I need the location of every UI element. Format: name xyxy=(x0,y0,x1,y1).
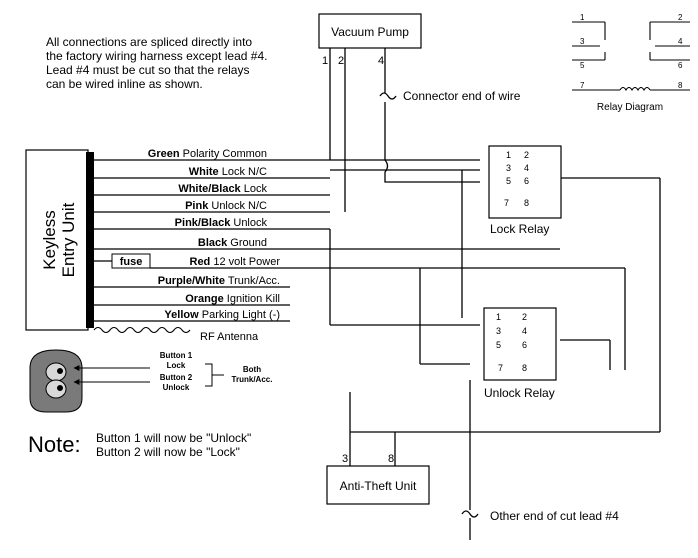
anti-theft-unit: Anti-Theft Unit 3 8 xyxy=(326,453,430,505)
vacuum-pump-pin-4: 4 xyxy=(378,55,384,67)
relay-diagram-pin-4: 4 xyxy=(678,37,683,46)
keyless-connector-strip xyxy=(86,152,94,328)
connector-end-label: Connector end of wire xyxy=(403,89,521,103)
lock-relay-pin-8: 8 xyxy=(524,198,529,208)
note-line-2: Button 2 will now be "Lock" xyxy=(96,445,240,459)
anti-theft-pin-3: 3 xyxy=(342,453,348,465)
relay-diagram-pin-7: 7 xyxy=(580,81,585,90)
wire-label-purple-white: Purple/White Trunk/Acc. xyxy=(158,275,280,287)
vacuum-pump-pin-1: 1 xyxy=(322,55,328,67)
relay-diagram-label: Relay Diagram xyxy=(597,102,663,113)
wire-label-red: Red 12 volt Power xyxy=(190,256,281,268)
harness-wires xyxy=(94,159,330,322)
unlock-relay-pin-4: 4 xyxy=(522,326,527,336)
button-1-label: Button 1 xyxy=(160,351,193,360)
keyless-entry-box xyxy=(25,149,89,331)
intro-line-3: Lead #4 must be cut so that the relays xyxy=(46,63,249,77)
note-title: Note: xyxy=(28,432,81,457)
wire-label-yellow: Yellow Parking Light (-) xyxy=(164,309,280,321)
lock-relay-pin-5: 5 xyxy=(506,176,511,186)
wire-label-orange: Orange Ignition Kill xyxy=(185,293,280,305)
lock-relay-pin-2: 2 xyxy=(524,150,529,160)
wire-labels: Green Polarity Common White Lock N/C Whi… xyxy=(148,148,281,321)
unlock-relay-pin-8: 8 xyxy=(522,363,527,373)
intro-line-1: All connections are spliced directly int… xyxy=(46,35,252,49)
lock-relay: 1 2 3 4 5 6 7 8 Lock Relay xyxy=(488,145,562,236)
relay-diagram: 1 2 3 4 5 6 7 8 Relay Diagram xyxy=(572,13,690,113)
connector-break-mark xyxy=(379,92,397,100)
unlock-relay-pin-6: 6 xyxy=(522,340,527,350)
rf-antenna-label: RF Antenna xyxy=(200,331,259,343)
unlock-relay-pin-3: 3 xyxy=(496,326,501,336)
intro-note: All connections are spliced directly int… xyxy=(46,35,267,91)
relay-diagram-pin-1: 1 xyxy=(580,13,585,22)
remote-key-fob xyxy=(29,349,83,413)
lock-relay-label: Lock Relay xyxy=(490,222,549,236)
wire-label-pink: Pink Unlock N/C xyxy=(185,200,267,212)
anti-theft-label: Anti-Theft Unit xyxy=(340,479,417,493)
both-function: Trunk/Acc. xyxy=(232,375,273,384)
relay-diagram-pin-5: 5 xyxy=(580,61,585,70)
button-2-label: Button 2 xyxy=(160,373,193,382)
lock-relay-pin-1: 1 xyxy=(506,150,511,160)
unlock-relay-pin-1: 1 xyxy=(496,312,501,322)
lock-relay-box xyxy=(488,145,562,219)
lock-relay-pin-3: 3 xyxy=(506,163,511,173)
intro-line-4: can be wired inline as shown. xyxy=(46,77,203,91)
vacuum-pump-pin-2: 2 xyxy=(338,55,344,67)
fuse-label: fuse xyxy=(120,256,143,268)
wire-label-green: Green Polarity Common xyxy=(148,148,267,160)
anti-theft-box xyxy=(326,465,430,505)
wire-label-white: White Lock N/C xyxy=(189,166,267,178)
lock-relay-pin-6: 6 xyxy=(524,176,529,186)
rf-antenna-wire xyxy=(93,326,191,334)
remote-button-1-dot xyxy=(57,368,63,374)
note-line-1: Button 1 will now be "Unlock" xyxy=(96,431,251,445)
button-1-function: Lock xyxy=(167,361,186,370)
remote-button-2-dot xyxy=(57,385,63,391)
unlock-relay-label: Unlock Relay xyxy=(484,386,555,400)
remote-button-2 xyxy=(45,379,67,399)
wire-label-pink-black: Pink/Black Unlock xyxy=(175,217,268,229)
relay-wiring xyxy=(329,48,661,510)
relay-diagram-pin-6: 6 xyxy=(678,61,683,70)
wire-label-white-black: White/Black Lock xyxy=(178,183,267,195)
unlock-relay-pin-2: 2 xyxy=(522,312,527,322)
relay-diagram-lines xyxy=(572,21,690,92)
remote-button-1 xyxy=(45,362,67,382)
relay-diagram-pin-2: 2 xyxy=(678,13,683,22)
relay-diagram-pin-3: 3 xyxy=(580,37,585,46)
unlock-relay: 1 2 3 4 5 6 7 8 Unlock Relay xyxy=(483,307,557,400)
lock-relay-pin-7: 7 xyxy=(504,198,509,208)
keyless-label-line-1: Keyless xyxy=(40,210,59,270)
unlock-relay-pin-7: 7 xyxy=(498,363,503,373)
unlock-relay-pin-5: 5 xyxy=(496,340,501,350)
cut-lead-break-mark xyxy=(461,510,479,518)
wire-label-black: Black Ground xyxy=(198,237,267,249)
vacuum-pump-label: Vacuum Pump xyxy=(331,25,409,39)
keyless-entry-unit: Keyless Entry Unit xyxy=(25,149,94,331)
lock-relay-pin-4: 4 xyxy=(524,163,529,173)
button-2-function: Unlock xyxy=(163,383,190,392)
unlock-relay-box xyxy=(483,307,557,381)
other-end-label: Other end of cut lead #4 xyxy=(490,509,619,523)
intro-line-2: the factory wiring harness except lead #… xyxy=(46,49,267,63)
vacuum-pump: Vacuum Pump 1 2 4 xyxy=(318,13,422,67)
keyless-label-line-2: Entry Unit xyxy=(59,202,78,277)
both-label: Both xyxy=(243,365,261,374)
vacuum-pump-box xyxy=(318,13,422,49)
anti-theft-pin-8: 8 xyxy=(388,453,394,465)
relay-diagram-pin-8: 8 xyxy=(678,81,683,90)
both-bracket xyxy=(205,363,224,387)
